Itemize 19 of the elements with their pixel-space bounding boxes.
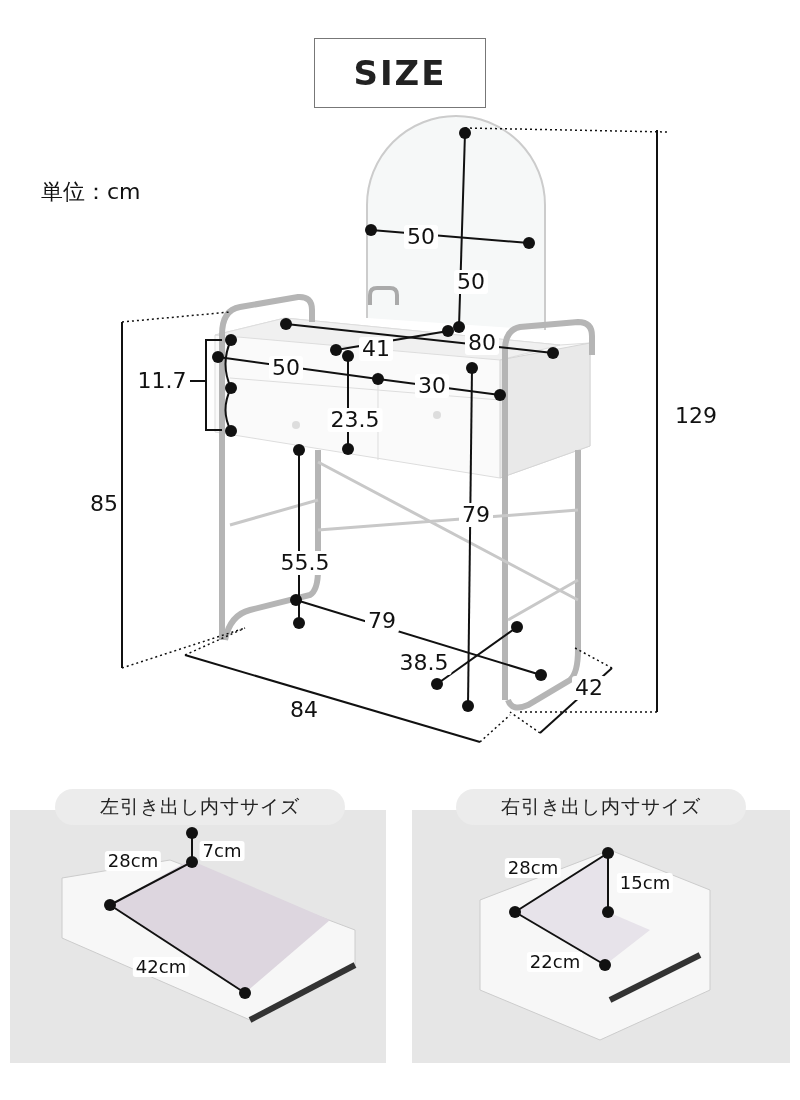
dimension-label: 28cm	[504, 858, 562, 878]
dimension-label: 42cm	[132, 957, 190, 977]
dimension-label: 15cm	[616, 873, 674, 893]
dimension-label: 23.5	[327, 408, 383, 432]
dimension-label: 41	[359, 337, 393, 361]
dimension-label: 79	[459, 503, 493, 527]
dimension-label: 7cm	[199, 841, 245, 861]
dimension-label: 79	[365, 609, 399, 633]
dimension-label: 50	[269, 356, 303, 380]
section-heading: 左引き出し内寸サイズ	[55, 789, 345, 825]
dimension-label: 50	[454, 270, 488, 294]
dimension-label: 80	[465, 331, 499, 355]
dimension-label: 42	[572, 676, 606, 700]
dimension-label: 28cm	[104, 851, 162, 871]
title-box: SIZE	[314, 38, 486, 108]
dimension-label: 22cm	[526, 952, 584, 972]
section-heading: 右引き出し内寸サイズ	[456, 789, 746, 825]
dimension-label: 50	[404, 225, 438, 249]
dimension-label: 30	[415, 374, 449, 398]
